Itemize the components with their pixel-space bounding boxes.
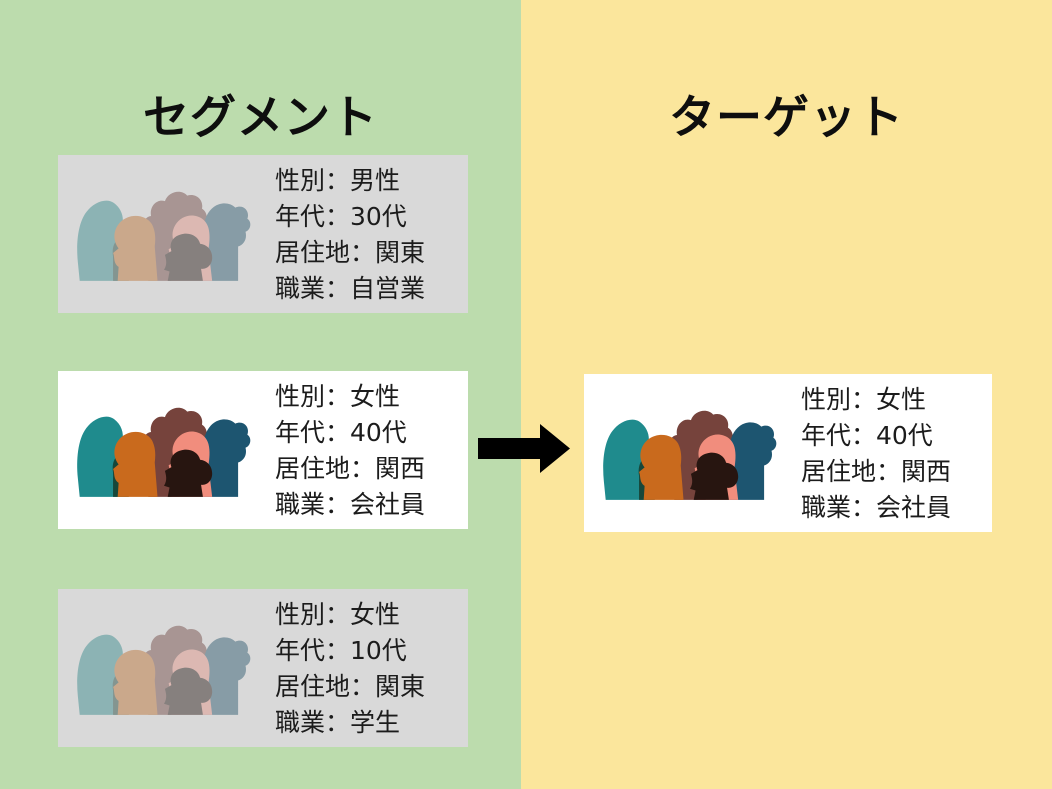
attribute-residence: 居住地：関東 — [275, 672, 426, 701]
persona-attributes: 性別：女性 年代：40代 居住地：関西 職業：会社員 — [801, 382, 951, 526]
attribute-gender: 性別：女性 — [275, 600, 401, 629]
persona-attributes: 性別：女性 年代：40代 居住地：関西 職業：会社員 — [275, 379, 425, 523]
attribute-occupation: 職業：会社員 — [275, 490, 426, 519]
attribute-residence: 居住地：関東 — [275, 238, 426, 267]
attribute-age: 年代：10代 — [275, 636, 407, 665]
people-silhouettes-icon — [76, 188, 252, 281]
persona-attributes: 性別：女性 年代：10代 居住地：関東 職業：学生 — [275, 597, 425, 741]
target-card: 性別：女性 年代：40代 居住地：関西 職業：会社員 — [584, 374, 992, 532]
people-silhouettes-icon — [76, 404, 252, 497]
attribute-gender: 性別：男性 — [275, 166, 401, 195]
segment-card-3: 性別：女性 年代：10代 居住地：関東 職業：学生 — [58, 589, 468, 747]
attribute-age: 年代：40代 — [275, 418, 407, 447]
target-title: ターゲット — [669, 89, 904, 144]
segment-card-1: 性別：男性 年代：30代 居住地：関東 職業：自営業 — [58, 155, 468, 313]
attribute-occupation: 職業：学生 — [275, 708, 401, 737]
attribute-age: 年代：40代 — [801, 421, 933, 450]
attribute-residence: 居住地：関西 — [801, 457, 952, 486]
attribute-gender: 性別：女性 — [275, 382, 401, 411]
attribute-occupation: 職業：会社員 — [801, 493, 952, 522]
segment-title: セグメント — [143, 89, 378, 144]
attribute-gender: 性別：女性 — [801, 385, 927, 414]
people-silhouettes-icon — [76, 622, 252, 715]
right-arrow-icon — [478, 424, 570, 473]
attribute-residence: 居住地：関西 — [275, 454, 426, 483]
segment-card-2: 性別：女性 年代：40代 居住地：関西 職業：会社員 — [58, 371, 468, 529]
people-silhouettes-icon — [602, 407, 778, 500]
attribute-age: 年代：30代 — [275, 202, 407, 231]
attribute-occupation: 職業：自営業 — [275, 274, 426, 303]
persona-attributes: 性別：男性 年代：30代 居住地：関東 職業：自営業 — [275, 163, 425, 307]
